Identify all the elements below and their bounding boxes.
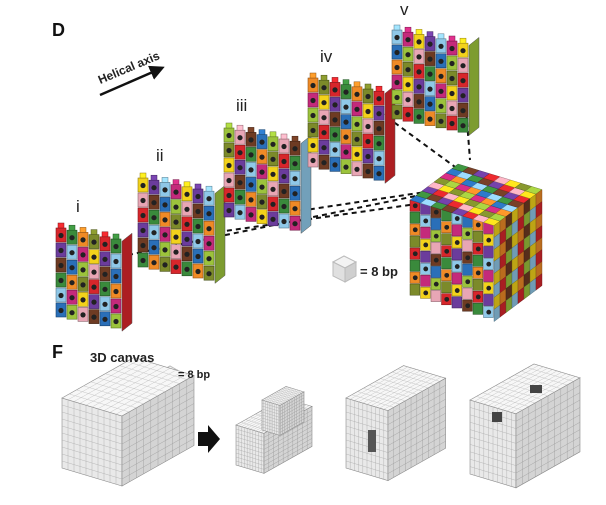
layer-label-v: v [400, 0, 409, 19]
voxel-shape-complex [469, 363, 581, 489]
panel-d-label: D [52, 20, 65, 40]
panel-f-label: F [52, 342, 63, 362]
layer-iv [307, 72, 396, 184]
layer-v [391, 24, 480, 136]
layer-label-i: i [76, 197, 80, 216]
transform-arrow [198, 425, 220, 453]
layer-label-iii: iii [236, 96, 248, 115]
voxel-shape-h [345, 365, 447, 482]
canvas-title: 3D canvas [90, 350, 155, 365]
scale-note-f: = 8 bp [178, 369, 211, 381]
voxel-shape-a [235, 386, 313, 474]
layer-iii [223, 122, 312, 234]
layer-label-iv: iv [320, 47, 333, 66]
layer-i [55, 222, 133, 332]
scale-cube-d [331, 255, 358, 283]
canvas-cube [61, 357, 195, 487]
layer-ii [137, 172, 226, 284]
helical-axis-arrow [99, 65, 165, 97]
layer-label-ii: ii [156, 146, 164, 165]
scale-note-d: = 8 bp [360, 264, 398, 279]
assembled-cube [409, 163, 543, 323]
